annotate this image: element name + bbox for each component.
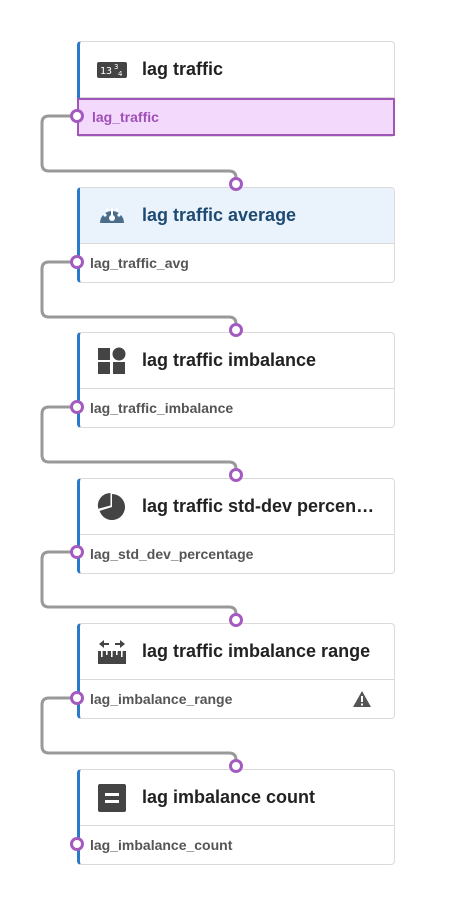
- output-label: lag_imbalance_count: [90, 837, 233, 853]
- output-port[interactable]: [70, 837, 84, 851]
- node-header[interactable]: lag traffic average: [80, 188, 394, 244]
- input-port[interactable]: [229, 468, 243, 482]
- output-label: lag_traffic_avg: [90, 255, 189, 271]
- input-port[interactable]: [229, 613, 243, 627]
- node-lag-traffic-imbalance[interactable]: lag traffic imbalance lag_traffic_imbala…: [77, 332, 395, 428]
- node-title: lag imbalance count: [142, 787, 316, 807]
- output-label: lag_traffic: [92, 109, 159, 125]
- node-output[interactable]: lag_std_dev_percentage: [80, 535, 394, 573]
- gauge-icon: [96, 200, 128, 232]
- node-title: lag traffic average: [142, 205, 297, 225]
- node-header[interactable]: lag traffic imbalance: [80, 333, 394, 389]
- svg-text:3: 3: [114, 63, 118, 71]
- node-output[interactable]: lag_traffic_imbalance: [80, 389, 394, 427]
- node-lag-traffic-imbalance-range[interactable]: lag traffic imbalance range lag_imbalanc…: [77, 623, 395, 719]
- output-port[interactable]: [70, 400, 84, 414]
- node-lag-traffic-average[interactable]: lag traffic average lag_traffic_avg: [77, 187, 395, 283]
- input-port[interactable]: [229, 323, 243, 337]
- input-port[interactable]: [229, 177, 243, 191]
- output-port[interactable]: [70, 109, 84, 123]
- svg-text:4: 4: [118, 70, 123, 78]
- node-output[interactable]: lag_traffic: [77, 98, 395, 136]
- pie-chart-icon: [96, 491, 128, 523]
- warning-icon[interactable]: [352, 690, 372, 708]
- widgets-icon: [96, 345, 128, 377]
- node-title: lag traffic imbalance range: [142, 641, 371, 661]
- node-title: lag traffic std-dev percentage: [142, 496, 378, 516]
- node-lag-imbalance-count[interactable]: lag imbalance count lag_imbalance_count: [77, 769, 395, 865]
- node-header[interactable]: lag traffic imbalance range: [80, 624, 394, 680]
- output-label: lag_imbalance_range: [90, 691, 233, 707]
- svg-text:13: 13: [100, 66, 112, 77]
- node-title: lag traffic: [142, 59, 224, 79]
- input-port[interactable]: [229, 759, 243, 773]
- node-output[interactable]: lag_imbalance_range: [80, 680, 394, 718]
- node-header[interactable]: lag imbalance count: [80, 770, 394, 826]
- output-port[interactable]: [70, 545, 84, 559]
- range-ruler-icon: [96, 636, 128, 668]
- node-header[interactable]: lag traffic std-dev percentage: [80, 479, 394, 535]
- node-title: lag traffic imbalance: [142, 350, 317, 370]
- node-output[interactable]: lag_traffic_avg: [80, 244, 394, 282]
- output-port[interactable]: [70, 691, 84, 705]
- node-lag-traffic-std-dev[interactable]: lag traffic std-dev percentage lag_std_d…: [77, 478, 395, 574]
- output-port[interactable]: [70, 255, 84, 269]
- output-label: lag_traffic_imbalance: [90, 400, 234, 416]
- equals-box-icon: [96, 782, 128, 814]
- output-label: lag_std_dev_percentage: [90, 546, 254, 562]
- node-output[interactable]: lag_imbalance_count: [80, 826, 394, 864]
